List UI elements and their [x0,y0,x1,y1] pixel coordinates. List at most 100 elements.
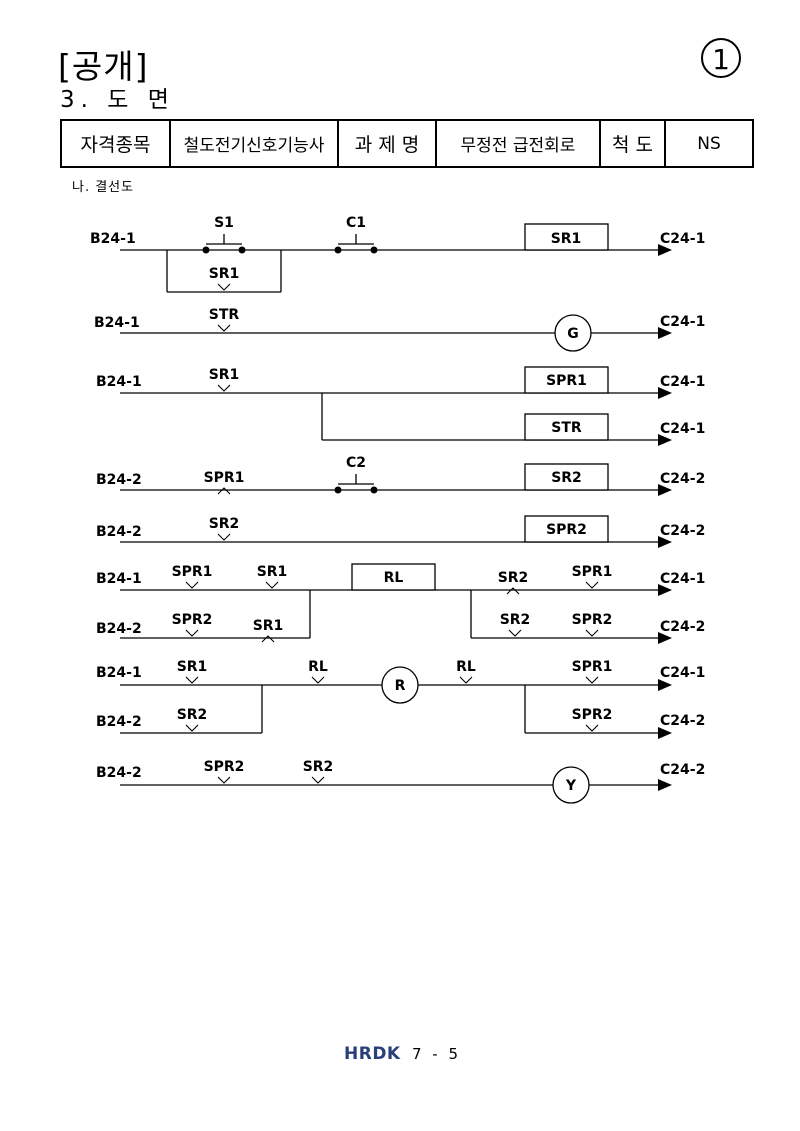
rung3-sr1-label: SR1 [209,367,240,383]
rung6-sr1-nc-symbol [261,635,275,643]
rung5-right-terminal: C24-2 [660,523,705,539]
rung7-spr1-out-symbol [585,676,599,684]
rung3-spr1-box [524,366,609,394]
rung7-sr1-label: SR1 [177,659,208,675]
rung5-spr2-label: SPR2 [546,522,587,538]
rung7-right2-terminal: C24-2 [660,713,705,729]
rung7-right-terminal: C24-1 [660,665,705,681]
value-task: 무정전 급전회로 [435,119,601,168]
rung6-spr1-out-symbol [585,581,599,589]
rung7-left2-terminal: B24-2 [96,714,142,730]
rung3-branch-right-terminal: C24-1 [660,421,705,437]
rung6-rl-box [351,563,436,591]
rung3-sr1-symbol [217,384,231,392]
value-category: 철도전기신호기능사 [169,119,339,168]
label-task: 과 제 명 [337,119,437,168]
rung4-c2-label: C2 [346,455,366,471]
rung6-sr1-nc-label: SR1 [253,618,284,634]
rung7-lamp-circle [381,666,419,704]
rung7-spr2-out-label: SPR2 [572,707,613,723]
rung3-left-terminal: B24-1 [96,374,142,390]
rung6-spr2-out-symbol [585,629,599,637]
rung7-rl-out-label: RL [456,659,476,675]
rung4-right-terminal: C24-2 [660,471,705,487]
rung6-spr2-label: SPR2 [172,612,213,628]
rung4-sr2-box [524,463,609,491]
rung8-spr2-symbol [217,776,231,784]
rung8-lamp-circle [552,766,590,804]
rung1-right-terminal: C24-1 [660,231,705,247]
rung1-s1-dot-left [202,246,210,254]
section-title: 3. 도 면 [60,87,175,113]
rung6-sr2-nc-symbol [506,587,520,595]
rung5-sr2-label: SR2 [209,516,240,532]
rung7-sr2-symbol [185,724,199,732]
rung1-c1-label: C1 [346,215,366,231]
rung6-sr2-out-symbol [508,629,522,637]
rung2-str-label: STR [209,307,240,323]
label-scale: 척 도 [599,119,666,168]
page-circle-number: 1 [701,38,741,78]
rung3-str-box [524,413,609,441]
rung1-sr1-symbol [217,283,231,291]
subtitle: 나. 결선도 [72,180,135,195]
rung7-rl-label: RL [308,659,328,675]
rung1-s1-dot-right [238,246,246,254]
rung6-sr2-nc-label: SR2 [498,570,529,586]
rung7-rl-symbol [311,676,325,684]
footer-page-number: 7 - 5 [412,1045,462,1063]
rung2-right-terminal: C24-1 [660,314,705,330]
rung1-relay-label: SR1 [551,231,582,247]
rung7-sr2-label: SR2 [177,707,208,723]
rung1-s1-label: S1 [214,215,234,231]
rung7-rl-out-symbol [459,676,473,684]
rung6-left2-terminal: B24-2 [96,621,142,637]
info-table: 자격종목 철도전기신호기능사 과 제 명 무정전 급전회로 척 도 NS [60,119,754,168]
rung2-str-symbol [217,324,231,332]
rung4-spr1-symbol [217,487,231,495]
rung8-lamp-label: Y [565,778,577,794]
rung6-sr1-label: SR1 [257,564,288,580]
rung8-spr2-label: SPR2 [204,759,245,775]
rung3-right-terminal: C24-1 [660,374,705,390]
rung7-lamp-label: R [395,678,406,694]
rung2-left-terminal: B24-1 [94,315,140,331]
rung4-left-terminal: B24-2 [96,472,142,488]
rung6-sr1-symbol [265,581,279,589]
rung1-relay-box [524,223,609,251]
rung6-spr2-out-label: SPR2 [572,612,613,628]
rung6-sr2-out-label: SR2 [500,612,531,628]
rung7-spr2-out-symbol [585,724,599,732]
rung6-rl-label: RL [384,570,404,586]
rung4-spr1-label: SPR1 [204,470,245,486]
rung1-c1-dot-left [334,246,342,254]
rung4-sr2-label: SR2 [551,470,582,486]
rung6-right-terminal: C24-1 [660,571,705,587]
label-category: 자격종목 [60,119,171,168]
rung3-spr1-label: SPR1 [546,373,587,389]
rung4-c2-dot-left [334,486,342,494]
rung4-c2-dot-right [370,486,378,494]
rung1-left-terminal: B24-1 [90,231,136,247]
rung8-left-terminal: B24-2 [96,765,142,781]
rung8-sr2-label: SR2 [303,759,334,775]
rung6-spr1-out-label: SPR1 [572,564,613,580]
rung5-spr2-box [524,515,609,543]
hrdk-logo: HRDK [344,1044,401,1064]
rung6-spr1-symbol [185,581,199,589]
rung5-sr2-symbol [217,533,231,541]
rung7-left-terminal: B24-1 [96,665,142,681]
rung7-spr1-out-label: SPR1 [572,659,613,675]
value-scale: NS [664,119,754,168]
rung2-lamp-circle [554,314,592,352]
rung8-right-terminal: C24-2 [660,762,705,778]
rung1-sr1-label: SR1 [209,266,240,282]
public-mark: [공개] [58,47,149,86]
rung6-right2-terminal: C24-2 [660,619,705,635]
rung6-left-terminal: B24-1 [96,571,142,587]
rung8-sr2-symbol [311,776,325,784]
rung5-left-terminal: B24-2 [96,524,142,540]
rung3-str-label: STR [551,420,582,436]
rung1-c1-dot-right [370,246,378,254]
